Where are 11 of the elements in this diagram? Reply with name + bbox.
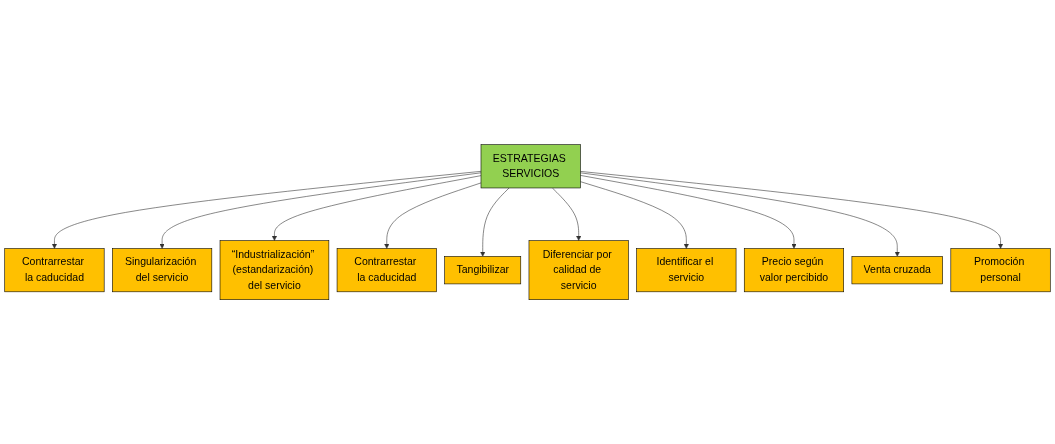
node-box: Venta cruzada <box>851 255 943 284</box>
node-box: Precio según valor percibido <box>743 248 844 292</box>
node-box: Diferenciar por calidad de servicio <box>528 240 629 300</box>
node-box: “Industrialización” (estandarización) del servicio <box>219 240 330 300</box>
node-box: ESTRATEGIAS SERVICIOS <box>480 144 581 189</box>
node-box: Promoción personal <box>950 248 1051 292</box>
node-box: Identificar el servicio <box>636 248 737 292</box>
node-box: Contrarrestar la caducidad <box>336 248 437 292</box>
node-box: Singularización del servicio <box>112 248 213 292</box>
node-box: Contrarrestar la caducidad <box>4 248 105 292</box>
node-box: Tangibilizar <box>444 255 522 284</box>
